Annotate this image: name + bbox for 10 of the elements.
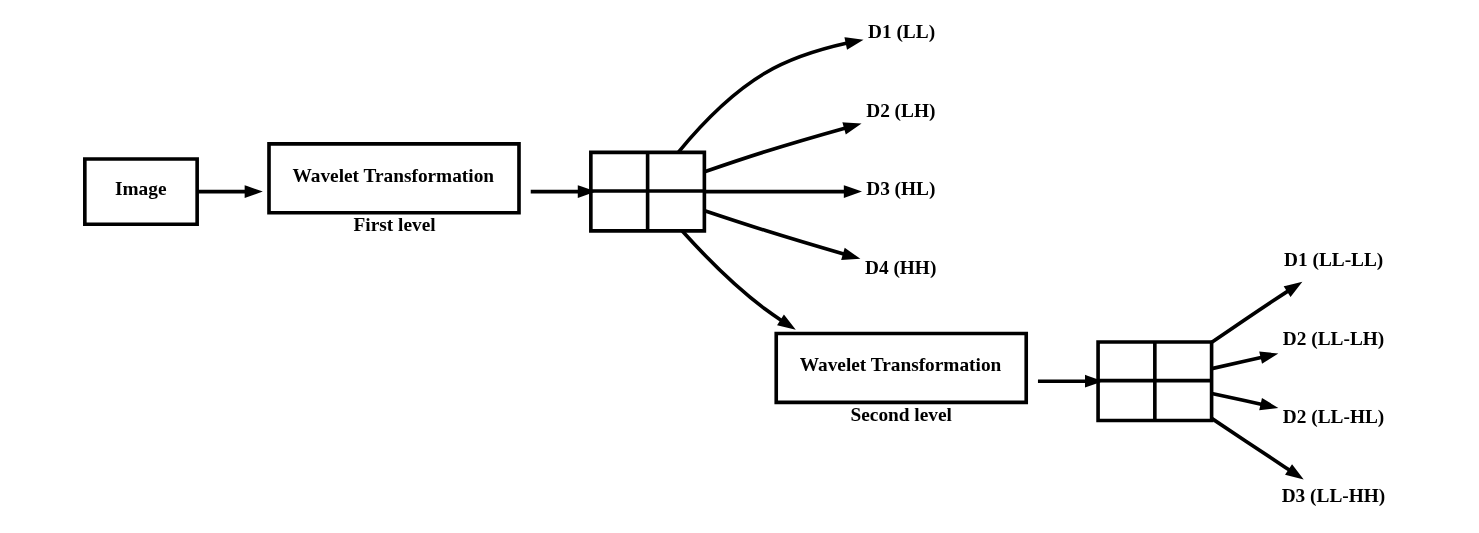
node-text: D2 (LH): [865, 99, 935, 121]
node-label: First level: [353, 214, 436, 236]
node-text: D3 (LL-HH): [1281, 484, 1385, 506]
node-text: D2 (LL-LH): [1282, 327, 1384, 349]
node-text: D1 (LL-LL): [1283, 249, 1383, 271]
node-text: D2 (LL-HL): [1282, 406, 1384, 428]
node-text: D1 (LL): [867, 21, 935, 43]
node-text: D3 (HL): [865, 178, 935, 199]
node-label: Second level: [850, 403, 952, 425]
node-text: D4 (HH): [864, 256, 936, 278]
